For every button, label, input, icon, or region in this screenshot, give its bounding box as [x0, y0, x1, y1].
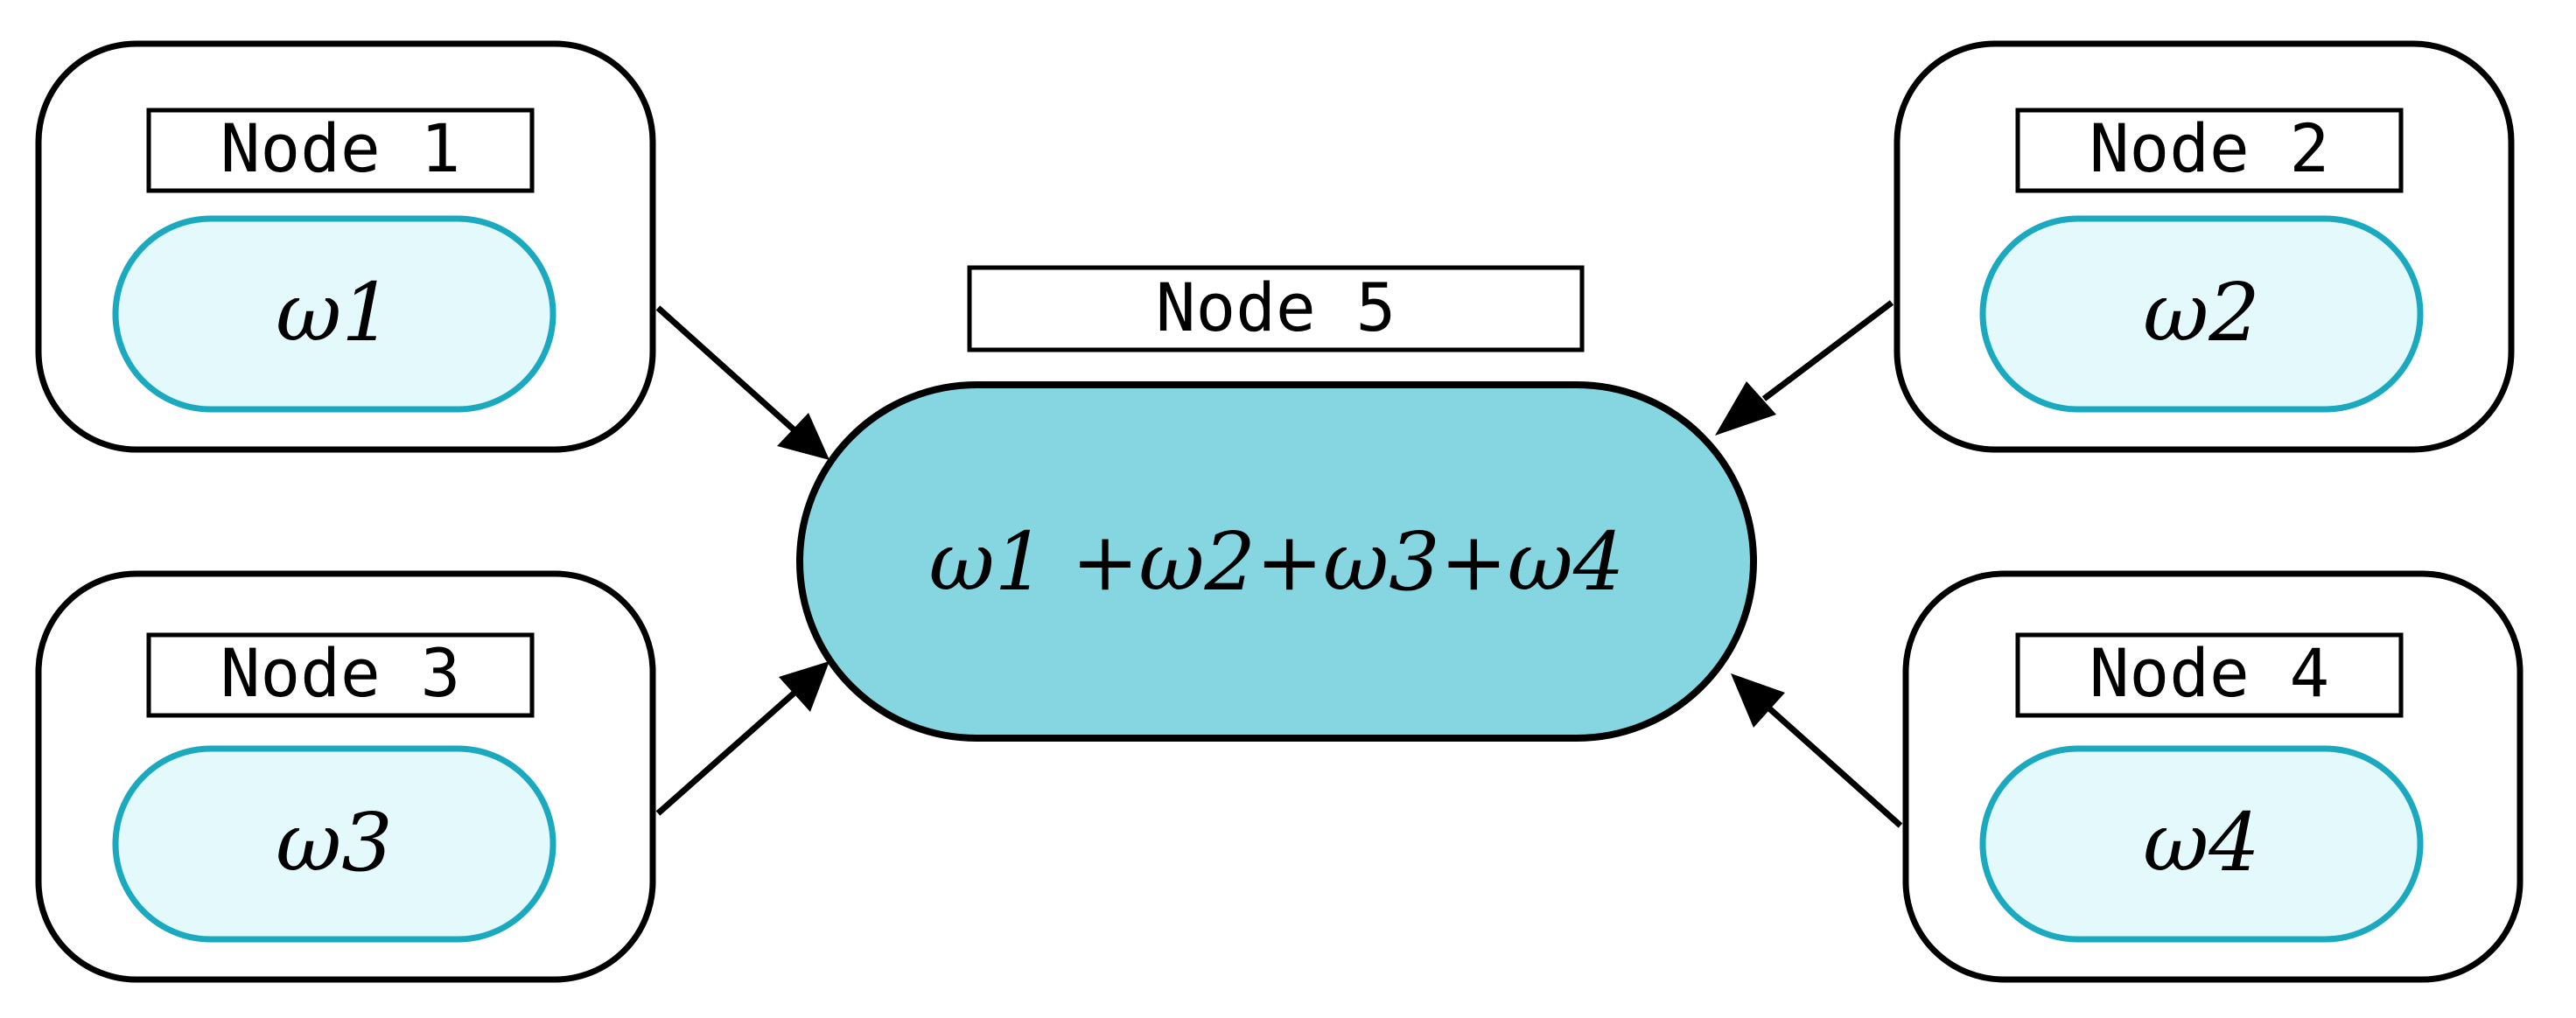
node-4-value: ω4 — [2143, 796, 2260, 889]
node-5-sum-pill — [796, 381, 1757, 742]
node-1-label-box — [146, 108, 535, 193]
edge-node4-arrowhead — [1731, 673, 1785, 728]
edge-node3-arrowhead — [779, 661, 830, 712]
node-5-label-box — [967, 265, 1585, 352]
node-5: Node 5 ω1 +ω2+ω3+ω4 — [796, 265, 1757, 742]
node-1-value-pill — [112, 215, 556, 413]
node-2: Node 2 ω2 — [1894, 40, 2515, 453]
node-5-label: Node 5 — [1156, 268, 1396, 346]
node-4: Node 4 ω4 — [1902, 570, 2524, 983]
edge-node1-to-node5 — [655, 305, 797, 433]
node-3-label-box — [146, 632, 535, 718]
edge-node1-arrowhead — [777, 413, 830, 460]
node-3-value-pill — [112, 745, 556, 943]
node-5-value: ω1 +ω2+ω3+ω4 — [929, 515, 1625, 609]
node-4-label-box — [2015, 632, 2404, 718]
edge-node2-arrowhead — [1715, 381, 1776, 436]
node-1: Node 1 ω1 — [35, 40, 656, 453]
node-4-value-pill — [1979, 745, 2424, 943]
node-2-label: Node 2 — [2090, 109, 2330, 187]
edge-node2-to-node5 — [1761, 300, 1894, 401]
node-2-label-box — [2015, 108, 2404, 193]
node-1-value: ω1 — [276, 266, 393, 359]
node-3-value: ω3 — [276, 796, 393, 889]
node-2-value-pill — [1979, 215, 2424, 413]
edge-node3-to-node5 — [655, 690, 797, 816]
node-1-label: Node 1 — [220, 109, 461, 187]
node-3-label: Node 3 — [220, 634, 461, 712]
edge-node4-to-node5 — [1767, 706, 1903, 828]
node-3: Node 3 ω3 — [35, 570, 656, 983]
node-4-label: Node 4 — [2090, 634, 2330, 712]
node-2-value: ω2 — [2143, 266, 2260, 359]
